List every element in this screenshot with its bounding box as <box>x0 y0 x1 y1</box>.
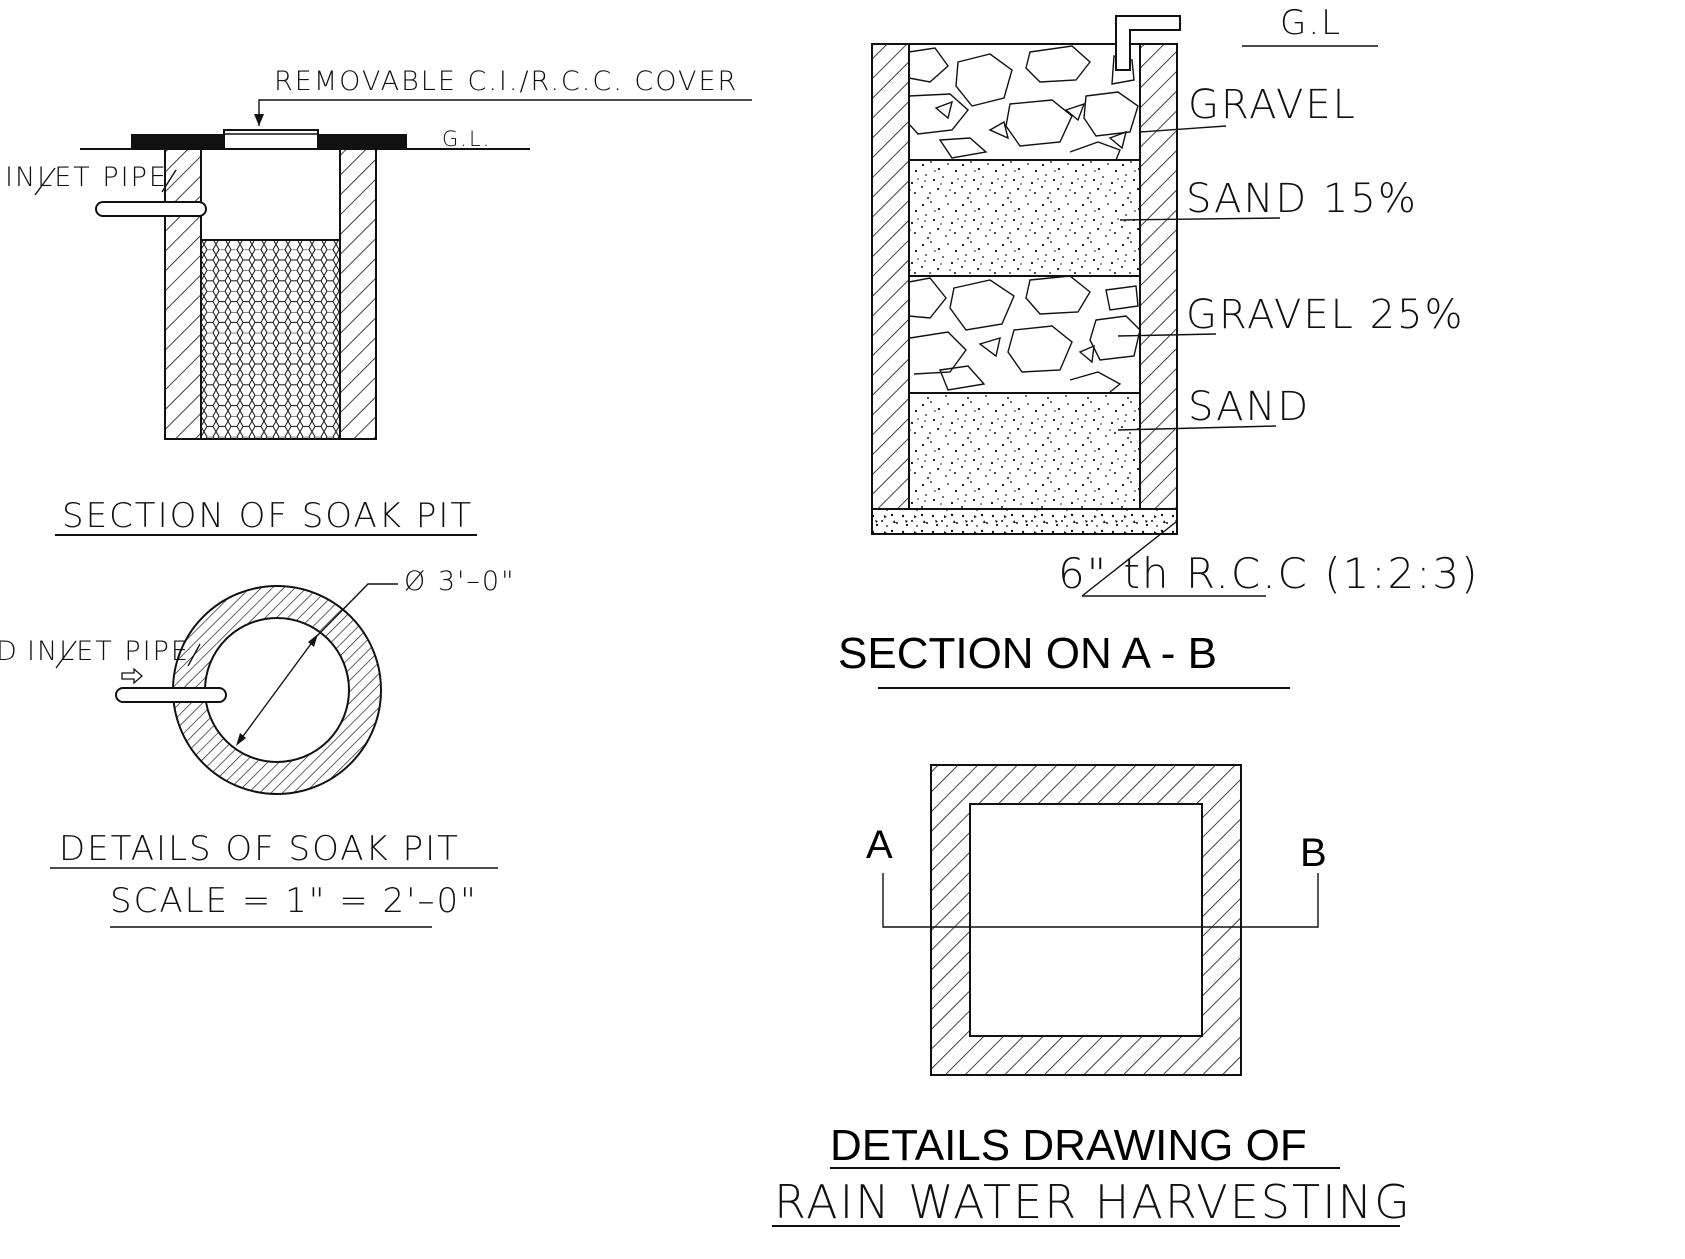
tank-wall-right <box>1139 43 1178 510</box>
scale-label: SCALE = 1" = 2'–0" <box>110 881 478 921</box>
marker-b: B <box>1300 831 1327 875</box>
flow-arrow-icon <box>121 667 143 685</box>
cover-label: REMOVABLE C.I./R.C.C. COVER <box>274 66 738 97</box>
sand-layer-15 <box>908 159 1141 277</box>
plan-inlet-pipe <box>115 687 227 703</box>
tank-plan-interior <box>969 803 1203 1037</box>
gravel-layer-top <box>908 43 1141 161</box>
section-gl-label: G.L <box>1280 3 1342 43</box>
pit-wall-left <box>164 148 202 440</box>
base-label: 6" th R.C.C (1:2:3) <box>1058 549 1479 598</box>
drawing-title-line2: RAIN WATER HARVESTING <box>774 1175 1412 1229</box>
soak-pit-section: REMOVABLE C.I./R.C.C. COVER G.L. INLET P… <box>5 66 752 536</box>
overflow-pipe <box>1115 15 1181 71</box>
inlet-label: INLET PIPE <box>5 162 168 193</box>
removable-cover <box>223 129 319 150</box>
inlet-pipe <box>95 201 207 217</box>
diameter-line <box>237 636 317 744</box>
pit-wall-right <box>339 148 377 440</box>
plan-inlet-prefix: D <box>0 636 19 667</box>
sand-layer-bottom <box>908 392 1141 510</box>
soak-pit-details-title: DETAILS OF SOAK PIT <box>59 829 460 869</box>
layer-label-sand-15: SAND 15% <box>1186 176 1418 222</box>
drawing-title-line1: DETAILS DRAWING OF <box>830 1121 1307 1170</box>
tank-wall-left <box>871 43 910 510</box>
marker-a: A <box>866 823 893 867</box>
section-cut-line <box>882 873 1319 928</box>
layer-label-gravel-25: GRAVEL 25% <box>1186 292 1465 338</box>
diameter-label: Ø 3'–0" <box>404 566 516 597</box>
soak-pit-plan: Ø 3'–0" D INLET PIPE DETAILS OF SOAK PIT… <box>0 566 516 928</box>
gravel-layer-25 <box>908 275 1141 394</box>
layer-label-gravel: GRAVEL <box>1188 82 1357 128</box>
cover-arrow-icon <box>254 114 264 126</box>
soak-pit-section-title: SECTION OF SOAK PIT <box>62 496 473 536</box>
drawing-title-block: DETAILS DRAWING OF RAIN WATER HARVESTING <box>772 1121 1412 1229</box>
plan-ab: A B <box>866 764 1327 1076</box>
rcc-base <box>871 508 1178 535</box>
layer-label-sand: SAND <box>1188 384 1310 430</box>
pit-filter-media <box>200 239 341 440</box>
plan-inlet-label: INLET PIPE <box>27 636 190 667</box>
section-ab-title: SECTION ON A - B <box>838 629 1217 678</box>
gl-label: G.L. <box>442 127 491 151</box>
section-ab: G.L GRAVEL SAND 15% GRAVEL 25% SAND 6" t… <box>838 3 1479 689</box>
